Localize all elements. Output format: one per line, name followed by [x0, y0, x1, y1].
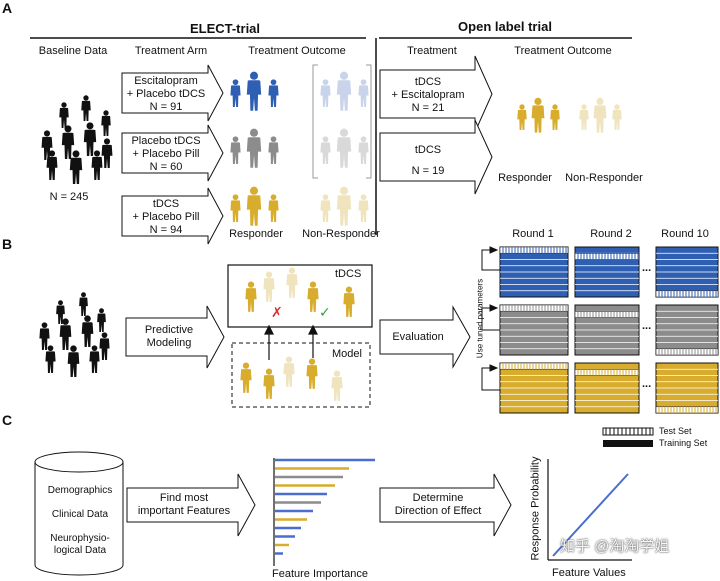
- open-arm-2-n: N = 19: [411, 165, 445, 177]
- source-clinical: Clinical Data: [51, 509, 109, 520]
- open-arm-1-line1: tDCS: [414, 76, 442, 88]
- response-xlabel: Feature Values: [552, 567, 626, 579]
- database-cylinder: [34, 451, 124, 576]
- treatment-arm-arrows: [121, 55, 493, 245]
- baseline-crowd-b: [39, 292, 110, 377]
- legend-training-swatch: [603, 440, 653, 447]
- header-treatment-outcome: Treatment Outcome: [248, 45, 346, 57]
- determine-line1: Determine: [412, 492, 464, 504]
- round-10-label: Round 10: [661, 228, 709, 240]
- baseline-crowd-a: [41, 95, 113, 184]
- panel-label-a: A: [2, 0, 13, 16]
- round-2-label: Round 2: [590, 228, 632, 240]
- nonresponder-bracket: [312, 64, 372, 179]
- legend-test-pattern: [605, 428, 651, 435]
- round-1-label: Round 1: [512, 228, 554, 240]
- test-set-row: [655, 348, 719, 356]
- legend-training-label: Training Set: [659, 438, 708, 448]
- predictive-line2: Modeling: [146, 337, 192, 349]
- determine-line2: Direction of Effect: [394, 505, 482, 517]
- arm-3-line2: + Placebo Pill: [132, 211, 200, 223]
- find-line2: important Features: [137, 505, 231, 517]
- nonresponder-blue: [320, 71, 369, 111]
- feedback-loops: [481, 246, 500, 391]
- model-label: Model: [332, 348, 362, 360]
- test-set-row: [499, 362, 569, 370]
- open-responder-label: Responder: [498, 172, 552, 184]
- arm-1-n: N = 91: [149, 101, 183, 113]
- source-neuro-1: Neurophysio-: [50, 533, 110, 544]
- test-set-row: [574, 252, 640, 260]
- baseline-n: N = 245: [49, 191, 89, 203]
- arm-2-line2: + Placebo Pill: [132, 148, 200, 160]
- nonresponder-gray: [320, 128, 369, 168]
- response-line: [552, 473, 629, 557]
- source-demographics: Demographics: [47, 485, 113, 496]
- response-ylabel: Response Probability: [529, 456, 542, 561]
- outcome-gray: [230, 128, 279, 168]
- arm-3-n: N = 94: [149, 224, 183, 236]
- test-set-row: [499, 304, 569, 312]
- panel-label-c: C: [2, 412, 13, 428]
- ellipsis-2: ...: [642, 320, 652, 332]
- determine-arrow: [379, 473, 512, 537]
- arm-2-n: N = 60: [149, 161, 183, 173]
- feature-importance-chart: [273, 458, 375, 566]
- open-title: Open label trial: [458, 19, 552, 34]
- legend-test-label: Test Set: [659, 426, 692, 436]
- header-treatment-outcome-2: Treatment Outcome: [514, 45, 612, 57]
- arm-1-line1: Escitalopram: [134, 75, 198, 87]
- test-set-row: [499, 246, 569, 254]
- tdcs-label: tDCS: [335, 268, 362, 280]
- model-box: [231, 342, 371, 408]
- test-set-row: [655, 406, 719, 414]
- open-responder-people: [517, 97, 560, 133]
- model-arrows: [264, 324, 318, 360]
- test-set-row: [574, 368, 640, 376]
- find-line1: Find most: [159, 492, 209, 504]
- check-mark: ✓: [319, 305, 331, 321]
- responder-label: Responder: [229, 228, 283, 240]
- model-people: [240, 356, 343, 401]
- cross-mark: ✗: [271, 305, 283, 321]
- predictive-line1: Predictive: [144, 324, 194, 336]
- open-non-responder-label: Non-Responder: [565, 172, 643, 184]
- find-arrow: [126, 473, 256, 537]
- open-arm-1-line2: + Escitalopram: [391, 89, 465, 101]
- arm-3-line1: tDCS: [152, 198, 180, 210]
- side-label: Use tuned parameters: [475, 278, 485, 359]
- arm-1-line2: + Placebo tDCS: [126, 88, 206, 100]
- evaluation-label: Evaluation: [392, 331, 444, 343]
- ellipsis-3: ...: [642, 378, 652, 390]
- panel-label-b: B: [2, 236, 13, 252]
- legend-test-swatch: [602, 427, 654, 436]
- nonresponder-gold: [320, 186, 369, 226]
- header-treatment: Treatment: [407, 45, 457, 57]
- ellipsis-1: ...: [642, 262, 652, 274]
- predictive-arrow: [125, 305, 225, 369]
- feature-importance-label: Feature Importance: [272, 568, 368, 580]
- elect-title: ELECT-trial: [189, 21, 261, 36]
- response-plot: [547, 459, 632, 561]
- open-nonresponder-people: [579, 97, 622, 133]
- non-responder-label: Non-Responder: [302, 228, 380, 240]
- source-neuro-2: logical Data: [53, 545, 107, 556]
- watermark: 知乎 @淘淘学姐: [560, 538, 670, 555]
- arm-2-line1: Placebo tDCS: [131, 135, 201, 147]
- outcome-gold-responder: [230, 186, 279, 226]
- test-set-row: [574, 310, 640, 318]
- evaluation-arrow: [379, 305, 471, 369]
- test-set-row: [655, 290, 719, 298]
- open-arm-1-n: N = 21: [411, 102, 445, 114]
- open-arm-2-line1: tDCS: [414, 144, 442, 156]
- header-baseline: Baseline Data: [38, 45, 108, 57]
- cv-grids: [499, 246, 719, 414]
- outcome-blue: [230, 71, 279, 111]
- header-treatment-arm: Treatment Arm: [134, 45, 208, 57]
